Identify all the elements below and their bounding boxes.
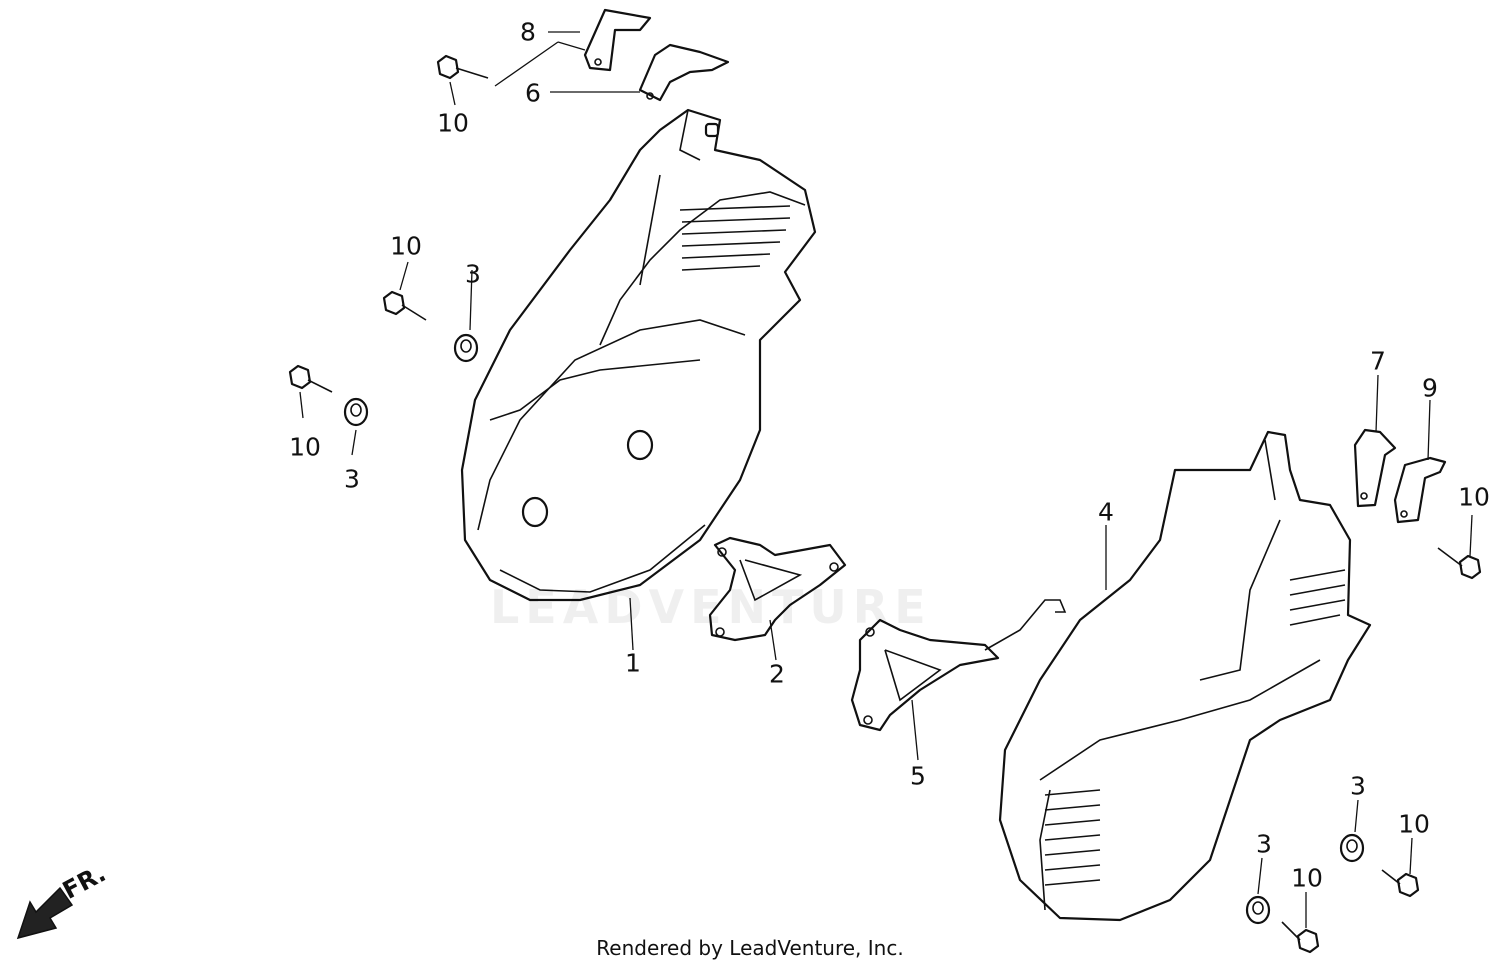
callout-6[interactable]: 6 (525, 78, 541, 108)
part-2-bracket[interactable] (708, 536, 847, 642)
bolt-10-top[interactable] (436, 54, 489, 80)
callout-10[interactable]: 10 (1291, 863, 1323, 893)
callout-9[interactable]: 9 (1422, 373, 1438, 403)
callout-2[interactable]: 2 (769, 659, 785, 689)
footer-credit: Rendered by LeadVenture, Inc. (596, 936, 904, 960)
part-6-clip[interactable] (638, 43, 730, 102)
part-7-clip[interactable] (1353, 428, 1397, 508)
callout-1[interactable]: 1 (625, 648, 641, 678)
bolt-10-bottom-right[interactable] (1381, 869, 1420, 898)
bolt-10-right[interactable] (1437, 547, 1482, 580)
part-9-clip[interactable] (1393, 456, 1447, 524)
bolt-10-low[interactable] (288, 364, 333, 393)
callout-10[interactable]: 10 (289, 432, 321, 462)
callout-3[interactable]: 3 (1350, 771, 1366, 801)
callout-10[interactable]: 10 (1458, 482, 1490, 512)
callout-10[interactable]: 10 (390, 231, 422, 261)
callout-4[interactable]: 4 (1098, 497, 1114, 527)
callout-7[interactable]: 7 (1370, 346, 1386, 376)
callout-3[interactable]: 3 (1256, 829, 1272, 859)
front-direction-arrow-icon (16, 886, 74, 940)
callout-3[interactable]: 3 (465, 259, 481, 289)
collar-3-a[interactable] (453, 333, 479, 363)
part-8-clip[interactable] (583, 8, 652, 72)
callout-8[interactable]: 8 (520, 17, 536, 47)
watermark: LEADVENTURE (490, 580, 932, 634)
collar-3-c[interactable] (1339, 833, 1365, 863)
callout-5[interactable]: 5 (910, 761, 926, 791)
callout-3[interactable]: 3 (344, 464, 360, 494)
bolt-10-mid[interactable] (382, 290, 427, 321)
part-1-left-cover[interactable] (460, 108, 817, 602)
callout-10[interactable]: 10 (437, 108, 469, 138)
callout-10[interactable]: 10 (1398, 809, 1430, 839)
part-4-right-cover[interactable] (998, 430, 1372, 922)
collar-3-b[interactable] (343, 397, 369, 427)
bolt-10-bottom[interactable] (1281, 921, 1320, 954)
leader-lines (299, 31, 1473, 928)
collar-3-d[interactable] (1245, 895, 1271, 925)
part-5-bracket[interactable] (850, 599, 1067, 732)
